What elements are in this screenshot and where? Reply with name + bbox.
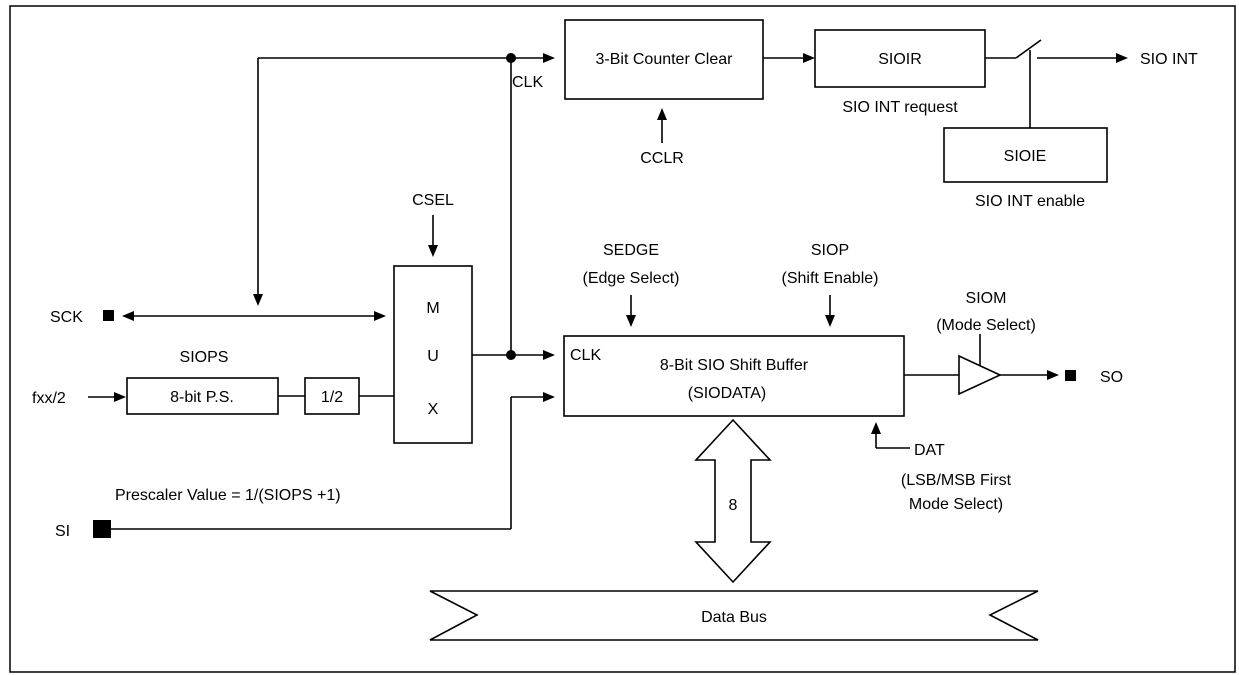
si-label: SI [55, 523, 70, 540]
sioir-caption: SIO INT request [842, 99, 958, 116]
counter-clk-arrowhead [543, 53, 555, 63]
csel-label: CSEL [412, 192, 454, 209]
cclr-label: CCLR [640, 150, 684, 167]
output-buffer-triangle [958, 354, 1002, 396]
divider-label: 1/2 [321, 389, 343, 406]
divider-block [304, 377, 360, 415]
bus-width-label: 8 [729, 497, 738, 514]
sck-pin [103, 310, 114, 321]
diagram-frame [9, 5, 1236, 673]
dat-name: DAT [914, 442, 945, 459]
prescaler-formula: Prescaler Value = 1/(SIOPS +1) [115, 487, 341, 504]
shift-buffer-block [563, 335, 905, 417]
mux-block [393, 265, 473, 444]
dat-desc-line1: (LSB/MSB First [901, 472, 1012, 489]
siop-arrowhead [825, 315, 835, 327]
sedge-desc: (Edge Select) [583, 270, 680, 287]
siops-label: SIOPS [180, 349, 229, 366]
sio-int-label: SIO INT [1140, 51, 1198, 68]
sck-left-arrowhead [122, 311, 134, 321]
int-switch-blade [1015, 39, 1042, 59]
siop-name: SIOP [811, 242, 849, 259]
sioie-label: SIOIE [1004, 148, 1047, 165]
siom-desc: (Mode Select) [936, 317, 1036, 334]
counter-to-sioir-arrowhead [803, 53, 815, 63]
sck-loop-down-arrowhead [253, 294, 263, 306]
bus-width-arrow [694, 418, 772, 584]
siop-desc: (Shift Enable) [782, 270, 879, 287]
data-bus-label: Data Bus [701, 609, 767, 626]
clk-label-top: CLK [512, 74, 543, 91]
csel-arrowhead [428, 245, 438, 257]
sioie-caption: SIO INT enable [975, 193, 1085, 210]
si-arrowhead [543, 392, 555, 402]
prescaler-label: 8-bit P.S. [170, 389, 234, 406]
cclr-arrowhead [657, 108, 667, 120]
counter-clear-block [564, 19, 764, 100]
mux-letter-m: M [426, 300, 439, 317]
shift-buffer-subtitle: (SIODATA) [688, 385, 767, 402]
data-bus-shape [429, 590, 1039, 641]
shift-buffer-title: 8-Bit SIO Shift Buffer [660, 357, 809, 374]
sck-label: SCK [50, 309, 83, 326]
sedge-name: SEDGE [603, 242, 659, 259]
shift-clk-arrowhead [543, 350, 555, 360]
so-pin [1065, 370, 1076, 381]
sio-int-arrowhead [1116, 53, 1128, 63]
mux-letter-x: X [428, 401, 439, 418]
fxx-arrowhead [114, 392, 126, 402]
mux-letter-u: U [427, 348, 439, 365]
dat-arrowhead [871, 422, 881, 434]
si-pin [93, 520, 111, 538]
sioie-block [943, 127, 1108, 183]
dat-desc-line2: Mode Select) [909, 496, 1003, 513]
siom-name: SIOM [966, 290, 1007, 307]
shift-buffer-clk-label: CLK [570, 347, 601, 364]
sck-right-arrowhead [374, 311, 386, 321]
sioir-label: SIOIR [878, 51, 922, 68]
counter-clear-label: 3-Bit Counter Clear [596, 51, 734, 68]
so-label: SO [1100, 369, 1123, 386]
so-arrowhead [1047, 370, 1059, 380]
sedge-arrowhead [626, 315, 636, 327]
fxx-label: fxx/2 [32, 390, 66, 407]
